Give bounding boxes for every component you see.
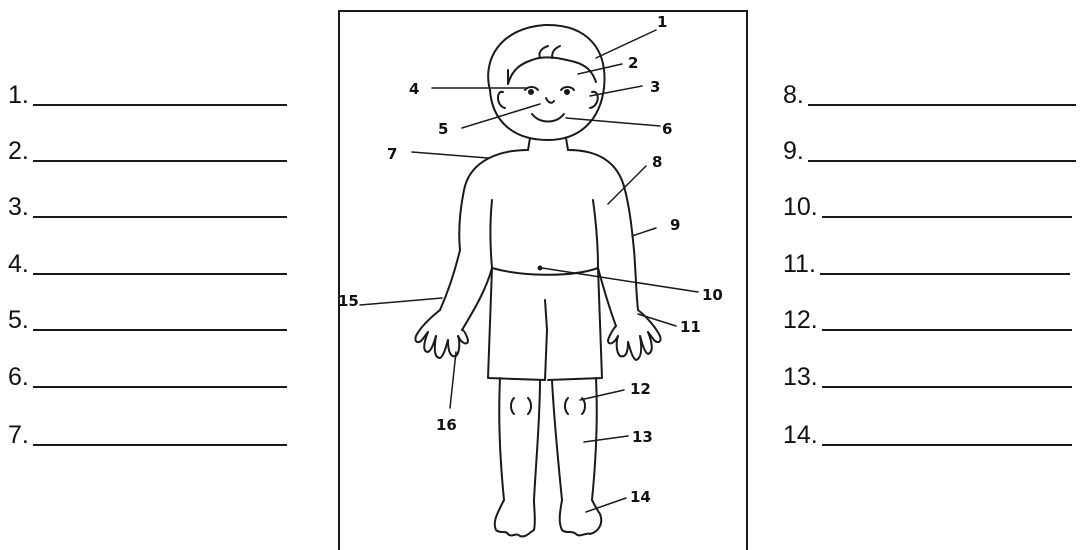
callout-9: 9 [670,216,680,234]
callout-3: 3 [650,78,660,96]
child-shorts [488,268,602,380]
callout-1: 1 [657,13,667,31]
callout-15: 15 [338,292,359,310]
callout-2: 2 [628,54,638,72]
callout-5: 5 [438,120,448,138]
callout-16: 16 [436,416,457,434]
callout-4: 4 [409,80,419,98]
child-head [488,25,604,140]
callout-12: 12 [630,380,651,398]
callout-7: 7 [387,145,397,163]
callout-11: 11 [680,318,701,336]
callout-14: 14 [630,488,651,506]
child-legs [495,378,602,536]
callout-10: 10 [702,286,723,304]
callout-6: 6 [662,120,672,138]
callout-8: 8 [652,153,662,171]
callout-13: 13 [632,428,653,446]
